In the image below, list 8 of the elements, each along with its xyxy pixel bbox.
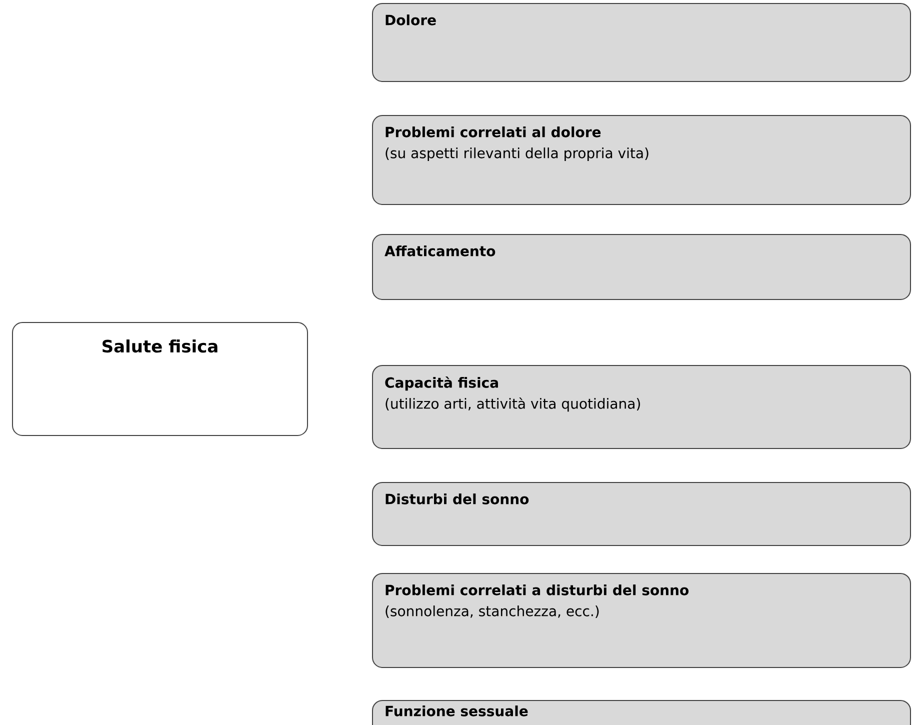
item-box: Affaticamento bbox=[372, 234, 911, 300]
item-box: Problemi correlati a disturbi del sonno (sonnolenza, stanchezza, ecc.) bbox=[372, 572, 911, 668]
item-box: Problemi correlati al dolore (su aspetti rilevanti della propria vita) bbox=[372, 115, 911, 205]
item-box: Disturbi del sonno bbox=[372, 482, 911, 546]
item-box: Dolore bbox=[372, 3, 911, 82]
category-box: Salute fisica bbox=[12, 322, 308, 436]
item-box: Capacità fisica (utilizzo arti, attività vita quotidiana) bbox=[372, 364, 911, 449]
item-box: Funzione sessuale bbox=[372, 700, 911, 725]
